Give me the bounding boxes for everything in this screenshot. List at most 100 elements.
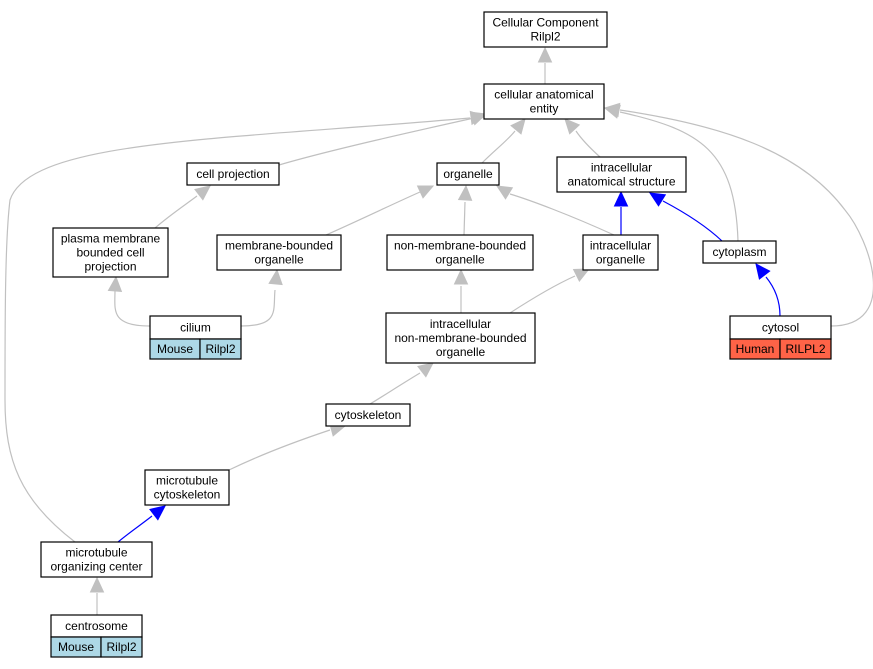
edge-line	[765, 276, 781, 317]
arrowhead-icon	[107, 275, 123, 293]
edge-line	[619, 111, 739, 242]
term-box	[186, 162, 280, 186]
arrowhead-icon	[416, 185, 435, 199]
annotation-cell-label: RILPL2	[785, 342, 825, 356]
arrowhead-icon	[564, 118, 581, 135]
edge-cytosol-to-cellular-anatomical-entity	[603, 102, 873, 327]
edge-cytoplasm-to-intracellular-anatomical-structure	[648, 192, 723, 242]
term-box	[483, 83, 605, 120]
arrowhead-icon	[194, 185, 211, 201]
edge-line	[4, 117, 471, 543]
edge-line	[481, 130, 516, 164]
annotation-cell-bg	[779, 338, 832, 360]
annotation-cell-bg	[199, 338, 242, 360]
term-node-intracellular-non-membrane-bounded-organelle[interactable]: intracellularnon-membrane-boundedorganel…	[385, 312, 536, 364]
term-label: cytoskeleton	[154, 488, 221, 502]
edge-line	[325, 191, 421, 236]
arrowhead-icon	[268, 268, 283, 286]
edge-microtubule-cytoskeleton-to-cytoskeleton	[228, 422, 347, 471]
term-box	[702, 240, 777, 264]
edge-intracellular-organelle-to-organelle	[495, 185, 615, 236]
term-box	[582, 234, 659, 271]
term-node-organelle[interactable]: organelle	[436, 162, 500, 186]
edge-non-membrane-bounded-organelle-to-organelle	[457, 184, 473, 236]
annotation-cell-rilpl2: RILPL2	[779, 338, 832, 360]
edge-cilium-to-plasma-membrane-bounded-cell-projection	[107, 275, 151, 327]
term-label: entity	[530, 102, 559, 116]
term-label: non-membrane-bounded	[394, 331, 526, 345]
term-box	[386, 234, 534, 271]
arrowhead-icon	[755, 263, 771, 280]
term-node-cytoplasm[interactable]: cytoplasm	[702, 240, 777, 264]
term-label: intracellular	[591, 161, 652, 175]
term-node-cytoskeleton[interactable]: cytoskeleton	[325, 403, 411, 427]
term-label: cellular anatomical	[494, 88, 593, 102]
term-label: projection	[84, 260, 136, 274]
edge-line	[463, 201, 466, 236]
edge-microtubule-organizing-center-to-cellular-anatomical-entity	[4, 110, 487, 543]
arrowhead-icon	[149, 505, 166, 521]
term-label: cytoskeleton	[335, 408, 402, 422]
term-label: organelle	[254, 253, 304, 267]
term-box	[216, 234, 342, 271]
edge-line	[509, 193, 615, 236]
edge-cellular-anatomical-entity-to-root	[537, 46, 553, 84]
edge-line	[575, 130, 601, 158]
term-box	[52, 227, 169, 278]
term-label: Cellular Component	[492, 16, 599, 30]
arrowhead-icon	[457, 184, 473, 201]
arrowhead-icon	[572, 268, 591, 282]
term-box	[436, 162, 500, 186]
annotation-cell-bg	[100, 636, 143, 658]
term-label: plasma membrane	[61, 232, 161, 246]
arrowhead-icon	[537, 46, 553, 63]
term-label: membrane-bounded	[225, 239, 333, 253]
term-label: bounded cell	[76, 246, 144, 260]
edge-membrane-bounded-organelle-to-organelle	[325, 185, 435, 236]
edge-cytoskeleton-to-intracellular-non-membrane-bounded-organelle	[369, 362, 434, 405]
annotation-cell-label: Mouse	[157, 342, 193, 356]
term-label: cilium	[180, 321, 211, 335]
edge-cell-projection-to-cellular-anatomical-entity	[278, 111, 488, 166]
edge-plasma-membrane-bounded-cell-projection-to-cell-projection	[154, 185, 211, 229]
annotation-cell-mouse: Mouse	[50, 636, 102, 658]
arrowhead-icon	[417, 362, 434, 378]
edge-line	[114, 289, 151, 327]
term-label: intracellular	[590, 239, 651, 253]
term-node-cell-projection[interactable]: cell projection	[186, 162, 280, 186]
term-label: organizing center	[50, 560, 142, 574]
arrowhead-icon	[89, 576, 105, 593]
term-box	[325, 403, 411, 427]
arrowhead-icon	[603, 102, 621, 118]
edge-intracellular-non-membrane-bounded-organelle-to-non-membrane-bounded-organelle	[453, 268, 469, 313]
edge-line	[240, 289, 276, 327]
term-label: cytosol	[762, 321, 799, 335]
term-label: organelle	[596, 253, 646, 267]
edge-line	[619, 109, 873, 327]
edge-layer	[4, 46, 873, 615]
edge-cytosol-to-cytoplasm	[755, 263, 781, 317]
term-label: organelle	[443, 167, 493, 181]
term-label: organelle	[436, 345, 486, 359]
annotation-cell-rilpl2: Rilpl2	[199, 338, 242, 360]
term-label: cell projection	[196, 167, 269, 181]
arrowhead-icon	[453, 268, 469, 285]
edge-line	[154, 195, 198, 229]
term-label: microtubule	[156, 474, 218, 488]
annotation-cell-label: Human	[736, 342, 775, 356]
edge-microtubule-organizing-center-to-microtubule-cytoskeleton	[117, 505, 166, 543]
